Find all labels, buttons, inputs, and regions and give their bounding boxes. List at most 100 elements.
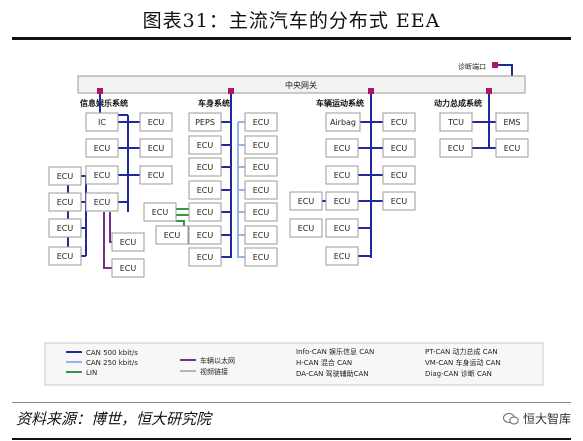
domain-powertrain-label: 动力总成系统 bbox=[434, 98, 482, 108]
legend-video: 视频链接 bbox=[200, 367, 228, 376]
svg-text:ECU: ECU bbox=[120, 264, 137, 273]
legend-can250: CAN 250 kbit/s bbox=[86, 359, 138, 367]
node-ecu: ECU bbox=[244, 202, 278, 222]
chassis-can-500 bbox=[358, 94, 383, 258]
footer-rule bbox=[12, 402, 571, 403]
svg-text:ECU: ECU bbox=[164, 231, 181, 240]
legend: CAN 500 kbit/s CAN 250 kbit/s LIN 车辆以太网 … bbox=[44, 342, 544, 386]
svg-text:ECU: ECU bbox=[334, 252, 351, 261]
node-ecu: ECU bbox=[139, 138, 173, 158]
svg-text:ECU: ECU bbox=[298, 197, 315, 206]
svg-text:PEPS: PEPS bbox=[195, 118, 215, 127]
node-ecu: ECU bbox=[48, 192, 82, 212]
body-can-250 bbox=[237, 121, 245, 258]
node-ecu: ECU bbox=[85, 138, 119, 158]
node-ecu: ECU bbox=[139, 112, 173, 132]
gateway-port-infotainment bbox=[97, 88, 103, 94]
node-ecu: ECU bbox=[289, 218, 323, 238]
legend-pt-can: PT-CAN 动力总成 CAN bbox=[425, 347, 498, 356]
domain-body-label: 车身系统 bbox=[198, 98, 230, 108]
node-ecu: ECU bbox=[382, 138, 416, 158]
top-rule bbox=[12, 37, 571, 40]
svg-text:Airbag: Airbag bbox=[330, 118, 356, 127]
node-ecu: ECU bbox=[188, 157, 222, 177]
svg-text:ECU: ECU bbox=[197, 163, 214, 172]
wechat-icon bbox=[502, 412, 519, 424]
domain-infotainment-label: 信息娱乐系统 bbox=[80, 98, 128, 108]
diagnostic-port-label: 诊断端口 bbox=[458, 62, 486, 71]
svg-text:ECU: ECU bbox=[148, 171, 165, 180]
svg-text:ECU: ECU bbox=[197, 253, 214, 262]
bottom-rule bbox=[12, 438, 571, 440]
svg-text:EMS: EMS bbox=[503, 118, 520, 127]
legend-da-can: DA-CAN 驾驶辅助CAN bbox=[296, 369, 368, 378]
svg-text:ECU: ECU bbox=[253, 118, 270, 127]
node-ecu: ECU bbox=[382, 112, 416, 132]
svg-text:ECU: ECU bbox=[448, 144, 465, 153]
node-ecu: ECU bbox=[244, 135, 278, 155]
svg-text:ECU: ECU bbox=[391, 144, 408, 153]
svg-text:ECU: ECU bbox=[391, 197, 408, 206]
central-gateway bbox=[77, 75, 526, 94]
node-ecu: ECU bbox=[244, 225, 278, 245]
node-ecu: ECU bbox=[48, 218, 82, 238]
info-can-bus bbox=[99, 94, 140, 212]
node-ecu: ECU bbox=[188, 202, 222, 222]
legend-can500: CAN 500 kbit/s bbox=[86, 349, 138, 357]
svg-text:ECU: ECU bbox=[298, 224, 315, 233]
brand-mark: 恒大智库 bbox=[502, 410, 571, 427]
node-ecu: ECU bbox=[188, 247, 222, 267]
central-gateway-label: 中央网关 bbox=[285, 80, 317, 90]
legend-h-can: H-CAN 混合 CAN bbox=[296, 358, 352, 367]
node-ecu: ECU bbox=[85, 192, 119, 212]
legend-info-can: Info-CAN 娱乐信息 CAN bbox=[296, 347, 374, 356]
svg-text:ECU: ECU bbox=[334, 171, 351, 180]
node-ic: IC bbox=[85, 112, 119, 132]
node-ecu: ECU bbox=[325, 138, 359, 158]
node-ecu: ECU bbox=[325, 218, 359, 238]
gateway-port-chassis bbox=[368, 88, 374, 94]
svg-text:ECU: ECU bbox=[197, 186, 214, 195]
node-ecu: ECU bbox=[244, 247, 278, 267]
svg-text:ECU: ECU bbox=[334, 144, 351, 153]
svg-text:ECU: ECU bbox=[197, 208, 214, 217]
body-can-500 bbox=[219, 94, 232, 258]
node-ecu: ECU bbox=[495, 138, 529, 158]
svg-text:ECU: ECU bbox=[148, 144, 165, 153]
svg-text:ECU: ECU bbox=[57, 224, 74, 233]
svg-text:ECU: ECU bbox=[94, 171, 111, 180]
node-ecu: ECU bbox=[382, 191, 416, 211]
info-can-left-column bbox=[67, 175, 87, 258]
svg-text:ECU: ECU bbox=[253, 186, 270, 195]
svg-text:ECU: ECU bbox=[253, 208, 270, 217]
gateway-port-powertrain bbox=[486, 88, 492, 94]
node-airbag: Airbag bbox=[325, 112, 361, 132]
node-ems: EMS bbox=[495, 112, 529, 132]
node-peps: PEPS bbox=[188, 112, 222, 132]
svg-text:ECU: ECU bbox=[391, 171, 408, 180]
svg-text:ECU: ECU bbox=[94, 198, 111, 207]
svg-text:TCU: TCU bbox=[447, 118, 464, 127]
node-ecu: ECU bbox=[139, 165, 173, 185]
svg-text:ECU: ECU bbox=[197, 141, 214, 150]
brand-name: 恒大智库 bbox=[522, 412, 571, 426]
node-ecu: ECU bbox=[439, 138, 473, 158]
domain-chassis-label: 车辆运动系统 bbox=[316, 98, 364, 108]
svg-text:ECU: ECU bbox=[148, 118, 165, 127]
node-ecu: ECU bbox=[188, 135, 222, 155]
svg-text:ECU: ECU bbox=[253, 163, 270, 172]
svg-text:IC: IC bbox=[98, 118, 106, 127]
node-ecu: ECU bbox=[325, 191, 359, 211]
svg-text:ECU: ECU bbox=[391, 118, 408, 127]
node-ecu: ECU bbox=[325, 246, 359, 266]
svg-text:ECU: ECU bbox=[57, 198, 74, 207]
node-ecu: ECU bbox=[244, 157, 278, 177]
node-ecu: ECU bbox=[244, 180, 278, 200]
node-ecu: ECU bbox=[188, 180, 222, 200]
legend-lin: LIN bbox=[86, 369, 97, 377]
node-ecu: ECU bbox=[48, 246, 82, 266]
legend-diag-can: Diag-CAN 诊断 CAN bbox=[425, 369, 492, 378]
node-ecu: ECU bbox=[289, 191, 323, 211]
source-note: 资料来源：博世，恒大研究院 bbox=[16, 410, 212, 428]
